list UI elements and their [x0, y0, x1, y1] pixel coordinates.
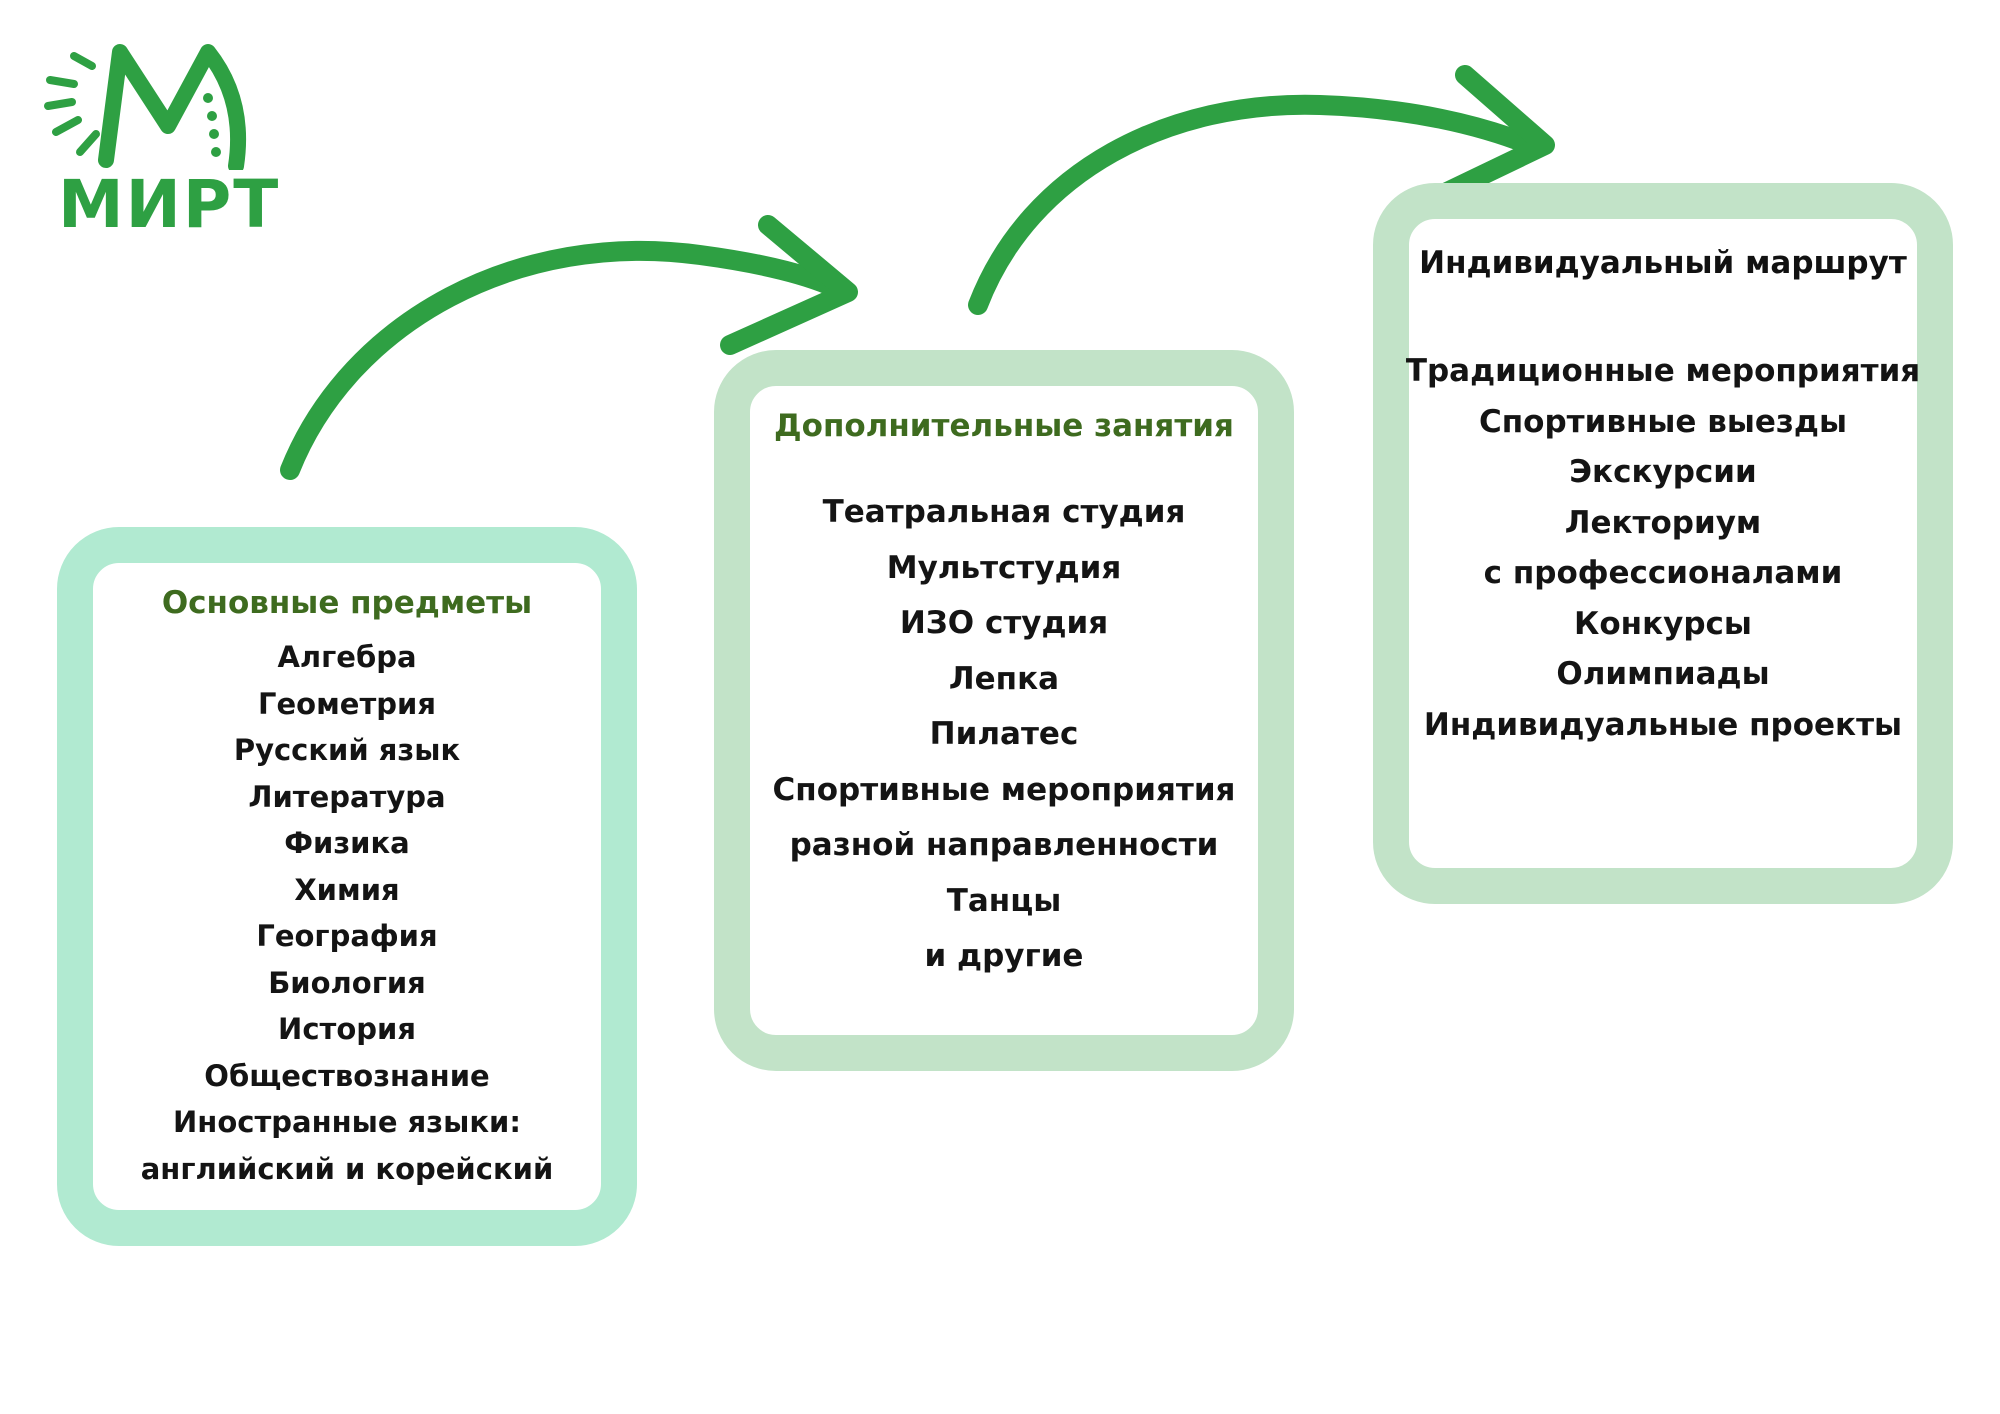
list-item: Химия — [294, 872, 400, 907]
list-item: Мультстудия — [886, 549, 1122, 586]
list-item: История — [278, 1012, 416, 1047]
list-item: и другие — [924, 938, 1084, 975]
list-item: ИЗО студия — [899, 605, 1109, 642]
arrow-1-head — [720, 215, 858, 355]
list-item: английский и корейский — [140, 1151, 554, 1186]
list-item: Традиционные мероприятия — [1405, 353, 1921, 390]
list-item: Геометрия — [258, 686, 436, 721]
list-item: разной направленности — [789, 827, 1219, 864]
list-item: Экскурсии — [1569, 454, 1757, 491]
activity-list: Театральная студия Мультстудия ИЗО студи… — [773, 485, 1236, 985]
list-item: с профессионалами — [1483, 555, 1843, 592]
extra-classes-box: Дополнительные занятия Театральная студи… — [714, 350, 1294, 1071]
list-item: Физика — [284, 826, 410, 861]
list-item: Конкурсы — [1574, 605, 1752, 642]
list-item: Обществознание — [204, 1058, 490, 1093]
list-item: Индивидуальные проекты — [1423, 706, 1903, 743]
list-item: Лепка — [948, 660, 1060, 697]
list-item: Пилатес — [929, 716, 1079, 753]
list-item: Спортивные мероприятия — [772, 771, 1236, 808]
list-item: География — [256, 919, 438, 954]
route-list: Традиционные мероприятия Спортивные выез… — [1406, 346, 1920, 750]
box-title: Дополнительные занятия — [774, 408, 1234, 444]
list-item: Биология — [268, 965, 426, 1000]
main-subjects-box: Основные предметы Алгебра Геометрия Русс… — [57, 527, 637, 1246]
list-item: Литература — [248, 779, 446, 814]
list-item: Русский язык — [233, 733, 461, 768]
list-item: Танцы — [946, 882, 1062, 919]
list-item: Лекториум — [1564, 504, 1762, 541]
list-item: Театральная студия — [822, 494, 1186, 531]
box-title: Индивидуальный маршрут — [1419, 245, 1907, 281]
mirt-logo: МИРТ — [40, 40, 278, 250]
subject-list: Алгебра Геометрия Русский язык Литератур… — [141, 634, 554, 1192]
mirt-logo-mark — [44, 44, 246, 170]
list-item: Олимпиады — [1556, 656, 1770, 693]
list-item: Алгебра — [277, 640, 417, 675]
list-item: Иностранные языки: — [173, 1105, 521, 1140]
list-item: Спортивные выезды — [1479, 403, 1847, 440]
individual-route-box: Индивидуальный маршрут Традиционные меро… — [1373, 183, 1953, 904]
logo-text: МИРТ — [58, 166, 281, 243]
box-title: Основные предметы — [161, 585, 533, 621]
